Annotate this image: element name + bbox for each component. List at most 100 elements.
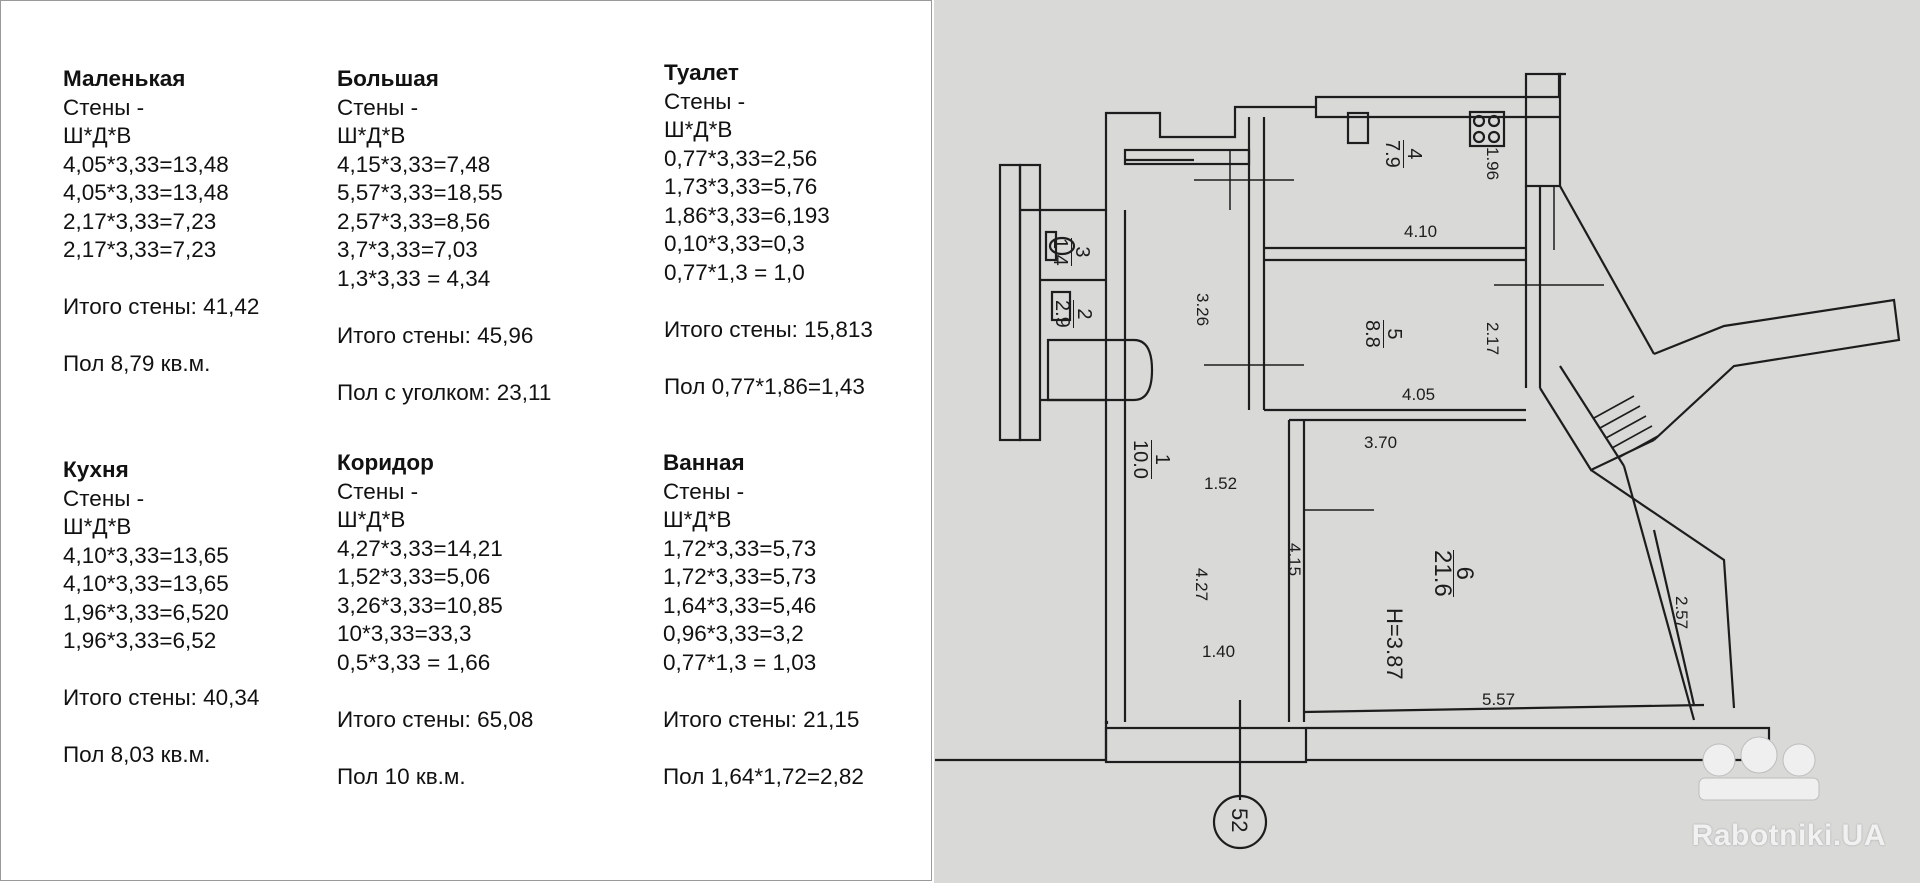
spacer	[63, 656, 259, 685]
ceiling-height-label: H=3.87	[1382, 608, 1407, 680]
wall-calc-line: 10*3,33=33,3	[337, 621, 472, 646]
wall-calc-line: 4,10*3,33=13,65	[63, 542, 229, 568]
floor-area: Пол 0,77*1,86=1,43	[664, 373, 865, 399]
wall-calc-line: 5,57*3,33=18,55	[337, 180, 503, 205]
dimension-label: 4.10	[1404, 222, 1438, 241]
room-area: 2.9	[1051, 300, 1073, 328]
building-number: 52	[1227, 808, 1252, 833]
wall-calc-line: 2,57*3,33=8,56	[337, 208, 491, 234]
room-title: Туалет	[664, 60, 739, 85]
room-title: Большая	[337, 66, 439, 91]
room-title: Ванная	[663, 450, 745, 475]
room-number: 2	[1073, 300, 1095, 328]
floor-area: Пол 8,03 кв.м.	[63, 742, 211, 767]
watermark-text: Rabotniki.UA	[1691, 819, 1886, 852]
wall-calc-line: 1,72*3,33=5,73	[663, 564, 817, 589]
walls-total: Итого стены: 40,34	[63, 685, 260, 710]
spacer	[663, 734, 864, 763]
room-title: Маленькая	[63, 66, 186, 91]
dimension-label: 5.57	[1482, 690, 1516, 709]
room-number: 3	[1071, 238, 1093, 266]
wall-calc-line: 4,10*3,33=13,65	[63, 571, 229, 596]
dimension-label: 4.27	[1192, 568, 1211, 602]
wall-calc-line: 3,26*3,33=10,85	[337, 592, 503, 618]
spacer	[63, 322, 259, 351]
wall-calc-line: 1,96*3,33=6,52	[63, 628, 217, 653]
walls-label: Стены -	[63, 94, 145, 120]
dimension-label: 2.57	[1672, 596, 1691, 630]
wall-calc-line: 4,15*3,33=7,48	[337, 151, 491, 177]
left-column-wall	[998, 163, 1022, 442]
dimension-label: 2.17	[1483, 322, 1502, 356]
room-number: 6	[1451, 550, 1478, 597]
room-area: 7.9	[1381, 140, 1403, 168]
wall-calc-line: 0,77*1,3 = 1,0	[664, 259, 805, 285]
wall-calc-line: 0,77*3,33=2,56	[664, 145, 818, 171]
walls-total: Итого стены: 41,42	[63, 294, 260, 319]
walls-total: Итого стены: 15,813	[664, 316, 873, 342]
wall-calc-line: 1,64*3,33=5,46	[663, 592, 817, 618]
wall-calc-line: 2,17*3,33=7,23	[63, 237, 217, 262]
room-area: 8.8	[1361, 320, 1383, 348]
floor-area: Пол 10 кв.м.	[337, 763, 466, 789]
dimension-label: 1.40	[1202, 642, 1236, 661]
wall-calc-line: 3,7*3,33=7,03	[337, 237, 478, 262]
formula-label: Ш*Д*В	[63, 514, 132, 539]
dimension-label: 3.26	[1193, 293, 1212, 327]
spacer	[337, 350, 551, 379]
wall-calc-line: 4,27*3,33=14,21	[337, 535, 503, 561]
room-area: 21.6	[1429, 550, 1456, 597]
dimension-label: 3.70	[1364, 433, 1398, 452]
spacer	[664, 344, 873, 373]
wall-calc-line: 1,3*3,33 = 4,34	[337, 265, 491, 291]
formula-label: Ш*Д*В	[63, 123, 132, 148]
formula-label: Ш*Д*В	[663, 507, 732, 532]
formula-label: Ш*Д*В	[337, 123, 406, 148]
walls-total: Итого стены: 65,08	[337, 706, 534, 732]
wall-calc-line: 0,10*3,33=0,3	[664, 231, 805, 256]
wall-calc-line: 0,96*3,33=3,2	[663, 621, 804, 646]
room-title: Коридор	[337, 450, 434, 475]
dimension-label: 4.05	[1402, 385, 1436, 404]
dimension-label: 1.96	[1483, 147, 1502, 181]
floor-area: Пол 1,64*1,72=2,82	[663, 763, 864, 789]
wall-calc-line: 1,52*3,33=5,06	[337, 564, 491, 589]
room-area: 10.0	[1129, 440, 1151, 479]
wall-calc-line: 1,86*3,33=6,193	[664, 202, 830, 228]
spacer	[337, 293, 551, 322]
room-title: Кухня	[63, 457, 129, 482]
building-number-circle	[1212, 794, 1268, 850]
floor-area: Пол 8,79 кв.м.	[63, 351, 211, 376]
room-area: 1.4	[1049, 238, 1071, 266]
formula-label: Ш*Д*В	[664, 117, 733, 142]
spacer	[663, 677, 864, 706]
wall-calc-line: 0,77*1,3 = 1,03	[663, 649, 817, 675]
wall-calc-line: 4,05*3,33=13,48	[63, 151, 229, 177]
wall-calc-line: 2,17*3,33=7,23	[63, 208, 217, 234]
spacer	[63, 265, 259, 294]
wall-calc-line: 1,73*3,33=5,76	[664, 174, 818, 199]
room-number: 4	[1403, 140, 1425, 168]
dimension-label: 4.15	[1285, 543, 1304, 577]
room-number: 1	[1151, 440, 1173, 479]
spacer	[337, 734, 533, 763]
walls-label: Стены -	[663, 478, 745, 504]
walls-total: Итого стены: 21,15	[663, 706, 860, 732]
floor-plan-drawing	[935, 72, 1901, 850]
spacer	[63, 713, 259, 742]
walls-label: Стены -	[337, 478, 419, 504]
walls-label: Стены -	[337, 94, 419, 120]
wall-calc-line: 1,72*3,33=5,73	[663, 535, 817, 561]
